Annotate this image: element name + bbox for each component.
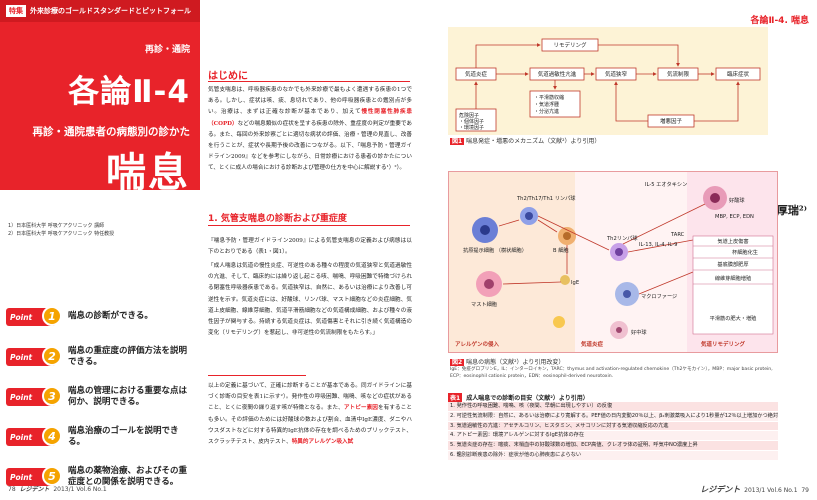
body-column: はじめに 気管支喘息は、呼吸器疾患のなかでも外来診療で最もよく遭遇する疾患の1つ… — [200, 0, 418, 500]
label-mast: マスト細胞 — [471, 300, 497, 308]
diagnosis-paragraph: 以上の定義に基づいて、正確に診断することが基本である。同ガイドラインに基づく診断… — [208, 383, 412, 445]
label-symptoms: 臨床症状 — [727, 70, 750, 78]
table-row: 1. 発作性の呼吸困難、喘鳴、咳（夜間、早朝に出現しやすい）の反復 — [448, 402, 778, 412]
feature-tag: 特集 — [6, 5, 26, 17]
label-remodeling: リモデリング — [553, 41, 587, 49]
label-risk-2: ・環境因子 — [459, 124, 484, 131]
folio-right: レジデント 2013/1 Vol.6 No.1 79 — [700, 485, 809, 494]
label-th2b: Th2リンパ球 — [606, 234, 638, 242]
label-trigger: 増悪因子 — [660, 117, 683, 125]
zone-inflammation — [575, 172, 687, 352]
table-row: 3. 気道過敏性の亢進：アセチルコリン、ヒスタミン、メサコリンに対する気道収縮反… — [448, 421, 778, 432]
label-neut: 好中球 — [631, 328, 647, 336]
label-mech-2: ・気道浮腫 — [534, 101, 559, 108]
label-il5: IL-5 エオタキシン — [645, 180, 687, 188]
figure-2-abbr-2: ECP：eosinophil cationic protein，EDN：eosi… — [450, 374, 614, 379]
right-page: 各論Ⅱ-4. 喘息 — [418, 0, 817, 500]
table-1-body: 1. 発作性の呼吸困難、喘鳴、咳（夜間、早朝に出現しやすい）の反復 2. 可逆性… — [448, 402, 778, 461]
label-eos: 好酸球 — [729, 196, 745, 204]
remodel-item-4: 線維芽細胞増殖 — [715, 274, 751, 282]
chapter-title: 各論Ⅱ-4 — [68, 74, 190, 110]
node-mechanisms — [529, 90, 581, 118]
affiliation-2: 2）日本医科大学 呼吸ケアクリニック 特任教授 — [8, 231, 115, 237]
label-macro: マクロファージ — [641, 293, 677, 300]
label-mech-1: ・平滑筋収縮 — [534, 94, 564, 101]
remodel-item-2: 杯細胞化生 — [732, 248, 758, 256]
remodel-item-5: 平滑筋の肥大・増殖 — [710, 314, 757, 322]
definition-quote: 「成人喘息は気道の慢性炎症、可逆性のある種々の程度の気道狭窄と気道過敏性の亢進、… — [208, 263, 412, 337]
table-row: 5. 気道炎症の存在：喀痰、末梢血中の好酸球数の増加、ECP高値、クレオラ体の証… — [448, 441, 778, 451]
label-mbp: MBP, ECP, EDN — [715, 214, 754, 220]
point-text: 喘息治療のゴールを説明できる。 — [68, 425, 179, 447]
label-mech-3: ・分泌亢進 — [534, 108, 559, 115]
mechanism-diagram: リモデリング 気道炎症 気道過敏性亢進 気道狭窄 気流制限 臨床症状 増悪因子 … — [455, 38, 761, 132]
label-risk-title: 危険因子 — [459, 112, 479, 119]
feature-bar: 特集 外来診療のゴールドスタンダードとピットフォール — [0, 0, 200, 22]
pathology-diagram: 気道上皮傷害 杯細胞化生 基底膜部肥厚 線維芽細胞増殖 平滑筋の肥大・増殖 Th… — [449, 172, 777, 352]
definition-intro: 『喘息予防・管理ガイドライン2009』による気管支喘息の定義および病態は以下のと… — [208, 238, 412, 256]
zone-label-inflammation: 気道炎症 — [581, 340, 604, 348]
label-bcell: B 細胞 — [553, 246, 569, 254]
allergen-particle — [553, 316, 565, 328]
point-text: 喘息の重症度の評価方法を説明できる。 — [68, 345, 188, 367]
point-text: 喘息の薬物治療、およびその重症度との関係を説明できる。 — [68, 465, 188, 487]
quote-rule — [208, 375, 306, 379]
table-row: 4. アトピー素因：環境アレルゲンに対するIgE抗体の存在 — [448, 431, 778, 442]
label-apc: 抗原提示細胞 （樹状細胞） — [463, 246, 527, 254]
category-label: 再診・通院 — [144, 45, 190, 55]
figure-2-abbr-1: IgE：免疫グロブリンE，IL：インターロイキン，TARC：thymus and… — [450, 367, 773, 372]
zone-label-remodeling: 気道リモデリング — [701, 340, 746, 348]
zone-label-allergen: アレルゲンの侵入 — [455, 340, 500, 348]
article-subtitle: 再診・通院患者の病態別の診かた — [32, 126, 191, 138]
section-label: 各論Ⅱ-4. 喘息 — [750, 16, 809, 26]
remodel-item-1: 気道上皮傷害 — [717, 237, 748, 245]
figure-1-mechanism: リモデリング 気道炎症 気道過敏性亢進 気道狭窄 気流制限 臨床症状 増悪因子 … — [448, 27, 768, 135]
point-text: 喘息の診断ができる。 — [68, 311, 153, 322]
remodel-item-3: 基底膜部肥厚 — [717, 260, 748, 268]
figure-2-caption: 図2 喘息の病態（文献²）より引用改変） — [450, 359, 565, 366]
point-text: 喘息の管理における重要な点は何か、説明できる。 — [68, 385, 188, 407]
ige-node — [560, 275, 570, 285]
table-row: 2. 可逆性気流制限：自然に、あるいは治療により寛解する。PEF値の日内変動20… — [448, 411, 778, 422]
table-row: 6. 鑑別診断疾患の除外：症状が他の心肺疾患によらない — [448, 450, 778, 461]
remodeling-box — [692, 235, 774, 335]
author-panel — [0, 190, 200, 500]
intro-paragraph: 気管支喘息は、呼吸器疾患のなかでも外来診療で最もよく遭遇する疾患の1つである。し… — [208, 87, 412, 172]
figure-1-caption: 図1 喘息発症・増悪のメカニズム（文献²）より引用） — [450, 138, 601, 145]
label-ige: IgE — [571, 280, 579, 286]
label-inflammation: 気道炎症 — [465, 70, 488, 78]
affiliation-1: 1）日本医科大学 呼吸ケアクリニック 講師 — [8, 223, 105, 229]
feature-title: 外来診療のゴールドスタンダードとピットフォール — [30, 7, 191, 15]
intro-heading: はじめに — [208, 67, 410, 82]
label-narrowing: 気道狭窄 — [605, 70, 628, 78]
figure-2-pathology: 気道上皮傷害 杯細胞化生 基底膜部肥厚 線維芽細胞増殖 平滑筋の肥大・増殖 Th… — [448, 171, 778, 353]
label-risk-1: ・個体因子 — [459, 118, 484, 125]
folio-left: 78 レジデント 2013/1 Vol.6 No.1 — [8, 486, 107, 493]
label-il13: IL-13, IL-4, IL-9 — [639, 242, 677, 248]
label-th: Th2/Th17/Th1 リンパ球 — [516, 194, 576, 202]
article-title: 喘息 — [106, 150, 190, 196]
label-tarc: TARC — [670, 232, 685, 238]
label-limitation: 気流制限 — [667, 70, 690, 78]
section-heading-1: 1. 気管支喘息の診断および重症度 — [208, 211, 410, 226]
label-hyperresponsiveness: 気道過敏性亢進 — [538, 70, 577, 78]
node-symptoms — [715, 67, 761, 81]
